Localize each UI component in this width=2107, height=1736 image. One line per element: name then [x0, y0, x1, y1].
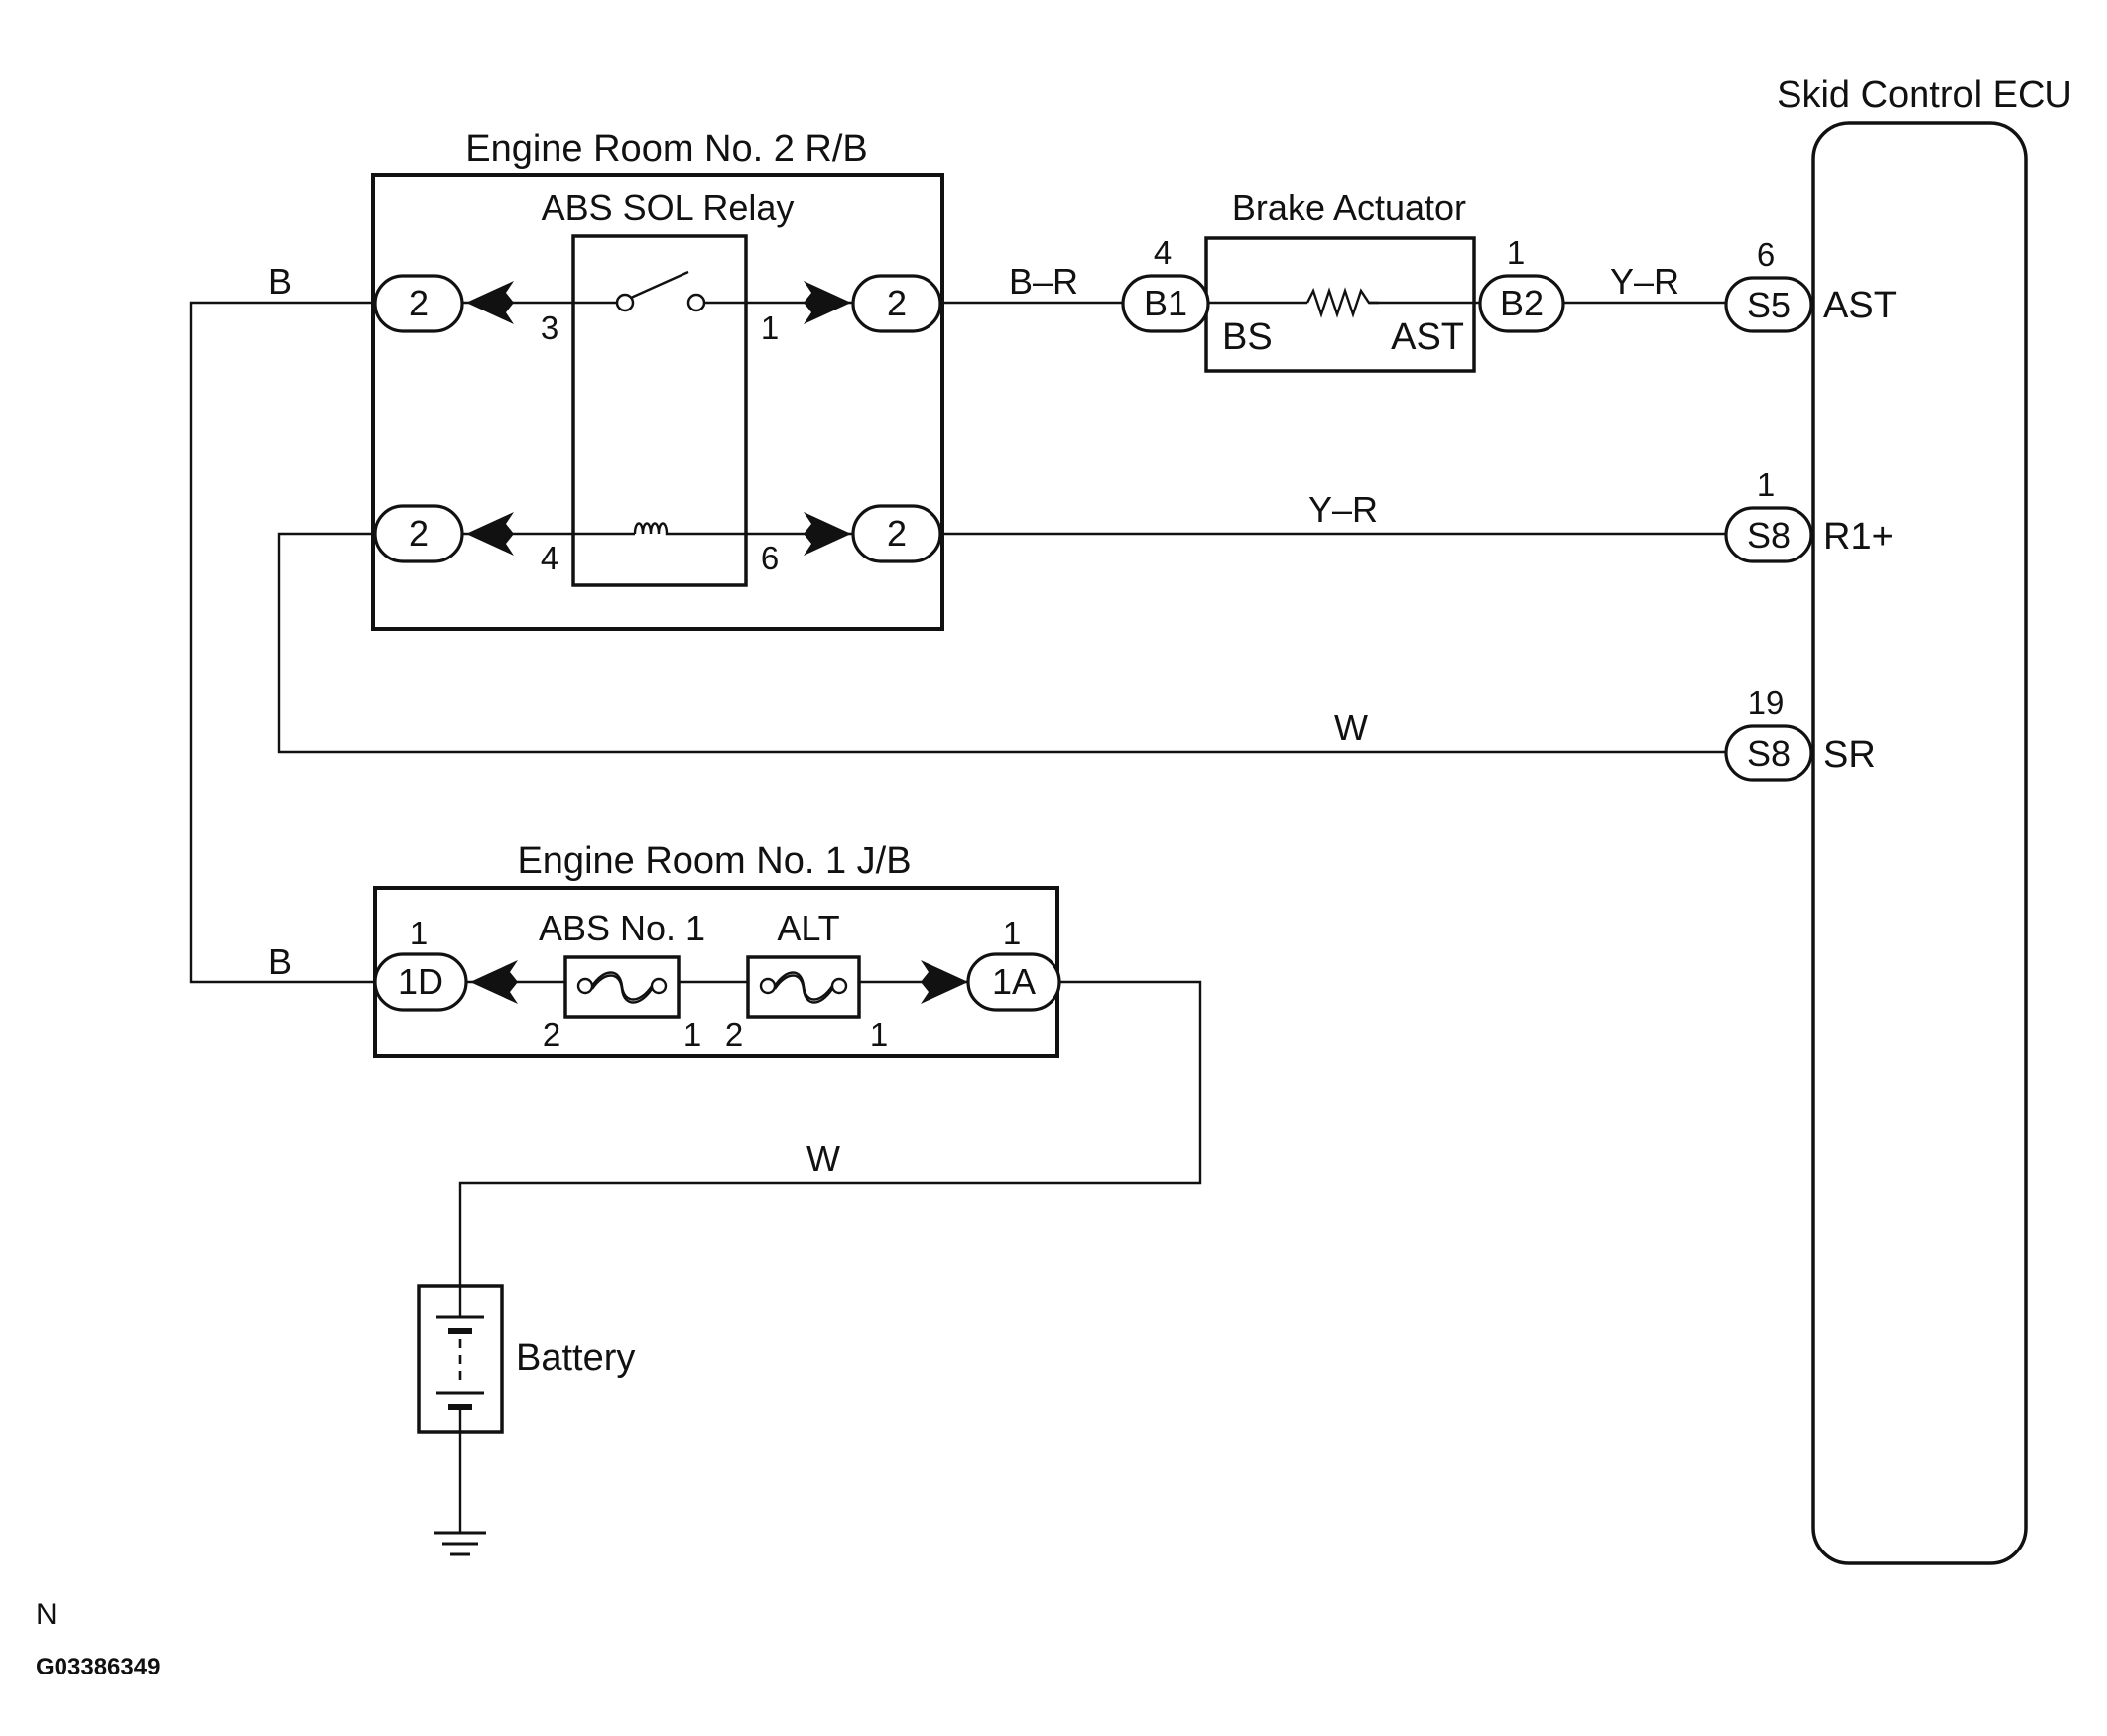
ecu-title: Skid Control ECU	[1777, 74, 2072, 116]
actuator-ast-label: AST	[1391, 316, 1464, 358]
svg-text:S8: S8	[1747, 515, 1791, 556]
engine-room-no2-rb: Engine Room No. 2 R/B ABS SOL Relay	[371, 128, 944, 631]
footer-code-letter: N	[36, 1598, 58, 1631]
actuator-bs-label: BS	[1222, 316, 1273, 358]
wire-w-sr	[277, 532, 1726, 754]
relay-pin-1: 1	[761, 310, 779, 346]
connector-1d	[373, 952, 468, 1012]
connector-b2	[1478, 274, 1565, 333]
s8-sr-pin: 19	[1748, 684, 1785, 721]
wire-label-w-sr: W	[1334, 707, 1368, 748]
wire-b-upper	[189, 301, 375, 984]
wire-label-b-upper: B	[268, 261, 292, 302]
s5-pin: 6	[1757, 236, 1775, 273]
svg-text:2: 2	[887, 283, 907, 323]
connector-rb-top-right	[851, 274, 942, 333]
1d-pin: 1	[410, 915, 428, 951]
skid-control-ecu: Skid Control ECU AST R1+ SR	[1777, 74, 2072, 1565]
wire-color-labels: B B–R Y–R Y–R W B W	[268, 261, 1679, 1178]
connectors: 2 2 2 2 B1 B2 S5 S8 S8 1D 1A	[373, 274, 1813, 1012]
svg-text:B2: B2	[1500, 283, 1544, 323]
ecu-r1-label: R1+	[1823, 516, 1894, 558]
wire-label-y-r-lower: Y–R	[1308, 489, 1378, 530]
brake-actuator: Brake Actuator BS AST	[1204, 187, 1476, 373]
resistor-icon	[1305, 287, 1379, 318]
1a-pin: 1	[1003, 915, 1021, 951]
s8-r1-pin: 1	[1757, 466, 1775, 503]
switch-contact-icon	[615, 293, 635, 312]
svg-text:S8: S8	[1747, 733, 1791, 774]
wire-label-w-battery: W	[806, 1138, 840, 1178]
actuator-title: Brake Actuator	[1232, 187, 1466, 228]
coil-icon	[633, 522, 684, 536]
fuse-abs-no1-label: ABS No. 1	[539, 908, 705, 948]
alt-fuse-pin-2: 2	[725, 1016, 743, 1053]
wire-w-battery	[458, 980, 1202, 1288]
battery-label: Battery	[516, 1337, 635, 1379]
connector-s8-r1	[1724, 506, 1813, 563]
relay-pin-4: 4	[541, 540, 558, 576]
ecu-ast-label: AST	[1823, 285, 1897, 326]
connector-rb-bottom-left	[373, 504, 464, 563]
svg-text:S5: S5	[1747, 285, 1791, 325]
battery: Battery	[417, 1284, 635, 1434]
svg-text:2: 2	[887, 513, 907, 554]
ground-icon	[434, 1531, 486, 1556]
connector-rb-top-left	[373, 274, 464, 333]
connector-rb-bottom-right	[851, 504, 942, 563]
connector-s8-sr	[1724, 724, 1813, 782]
alt-fuse-pin-1: 1	[870, 1016, 888, 1053]
fuse-abs-no1	[563, 955, 681, 1019]
footer-figure-id: G03386349	[36, 1654, 160, 1680]
connector-b1	[1121, 274, 1210, 333]
b2-pin: 1	[1507, 234, 1525, 271]
svg-text:2: 2	[409, 513, 429, 554]
wire-label-y-r-upper: Y–R	[1610, 261, 1679, 302]
relay-pin-6: 6	[761, 540, 779, 576]
engine-room-no1-jb: Engine Room No. 1 J/B ABS No. 1 ALT 2 1 …	[373, 840, 1059, 1058]
fuse-alt-label: ALT	[777, 908, 839, 948]
abs-fuse-pin-2: 2	[543, 1016, 560, 1053]
wire-label-b-lower: B	[268, 941, 292, 982]
jb-title: Engine Room No. 1 J/B	[517, 840, 911, 882]
svg-text:B1: B1	[1144, 283, 1187, 323]
abs-sol-relay	[571, 234, 748, 587]
relay-title: ABS SOL Relay	[542, 187, 795, 228]
wire-label-b-r: B–R	[1009, 261, 1078, 302]
relay-pin-3: 3	[541, 310, 558, 346]
connector-1a	[966, 952, 1061, 1012]
svg-text:2: 2	[409, 283, 429, 323]
ecu-sr-label: SR	[1823, 734, 1876, 776]
b1-pin: 4	[1154, 234, 1172, 271]
svg-text:1D: 1D	[398, 961, 443, 1002]
abs-fuse-pin-1: 1	[683, 1016, 701, 1053]
fuse-alt	[746, 955, 861, 1019]
pin-numbers: 3 1 4 6 4 1 6 1 19 1 1	[410, 234, 1785, 951]
svg-text:1A: 1A	[992, 961, 1036, 1002]
rb-title: Engine Room No. 2 R/B	[465, 128, 868, 170]
connector-s5	[1724, 276, 1813, 333]
